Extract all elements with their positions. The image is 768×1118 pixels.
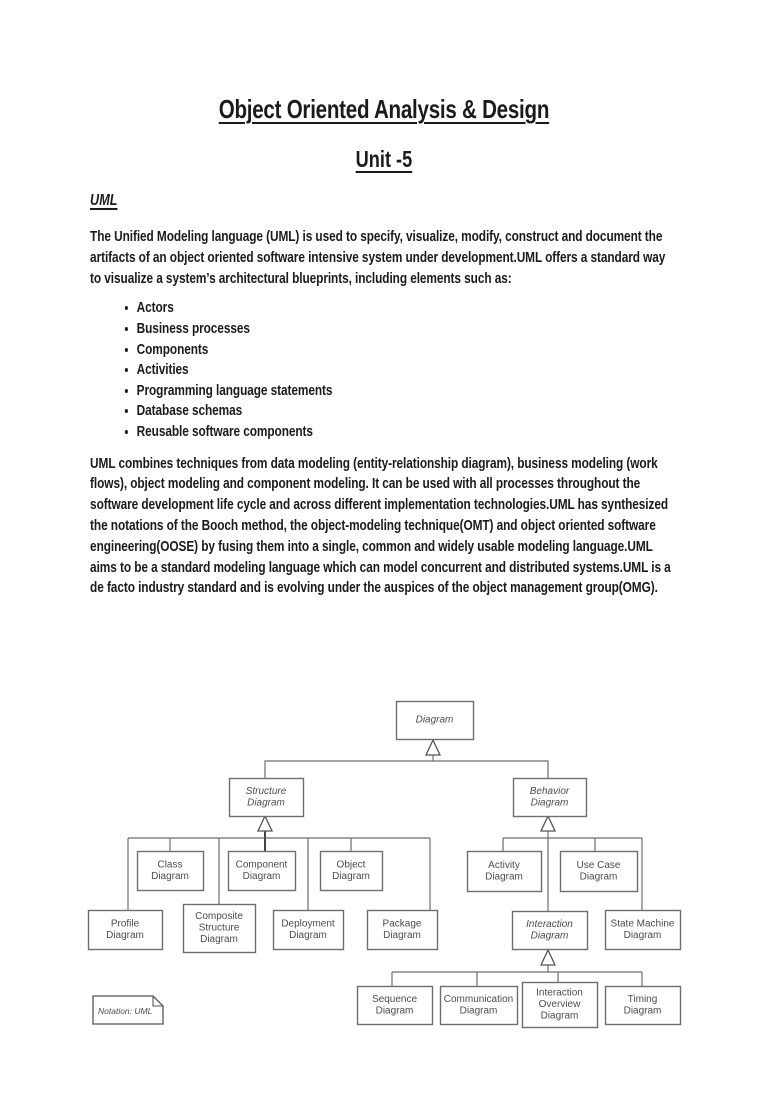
node-box <box>395 700 475 741</box>
node-box <box>319 850 384 892</box>
connector-line <box>264 760 549 778</box>
generalization-arrow-icon <box>424 738 442 756</box>
note-label: Notation: UML <box>98 1006 153 1016</box>
document-text-block: Object Oriented Analysis & Design Unit -… <box>0 94 768 599</box>
node-box <box>87 909 164 951</box>
list-item: Reusable software components <box>137 422 678 443</box>
list-item: Actors <box>137 298 678 319</box>
node-box <box>511 910 589 951</box>
node-box <box>356 985 434 1026</box>
generalization-arrow-icon <box>539 948 557 966</box>
diagram-node-diagram-root: Diagram <box>395 700 475 741</box>
generalization-arrow-icon <box>256 814 274 832</box>
uml-notation-note: Notation: UML <box>92 995 164 1025</box>
uml-details-paragraph: UML combines techniques from data modeli… <box>90 454 671 597</box>
node-box <box>466 850 543 893</box>
document-page: Object Oriented Analysis & Design Unit -… <box>0 94 768 1118</box>
node-box <box>227 850 297 892</box>
node-box <box>521 981 599 1029</box>
uml-intro-paragraph: The Unified Modeling language (UML) is u… <box>90 228 666 287</box>
node-box <box>604 985 682 1026</box>
node-label: Diagram <box>416 715 454 726</box>
node-box <box>136 850 205 892</box>
note-fold-icon <box>152 996 163 1007</box>
node-box <box>182 903 257 954</box>
node-box <box>604 909 682 951</box>
list-item: Business processes <box>137 319 678 340</box>
node-box <box>366 909 439 951</box>
list-item: Programming language statements <box>137 381 678 402</box>
uml-section-heading: UML <box>90 192 118 209</box>
diagram-connectors <box>127 755 643 986</box>
unit-heading: Unit -5 <box>355 146 413 172</box>
list-item: Database schemas <box>137 401 678 422</box>
list-item: Components <box>137 340 678 361</box>
node-box <box>272 909 345 951</box>
document-title: Object Oriented Analysis & Design <box>218 94 550 124</box>
node-box <box>559 850 639 893</box>
node-box <box>439 985 519 1026</box>
uml-elements-list: ActorsBusiness processesComponentsActivi… <box>90 298 678 442</box>
node-box <box>228 777 305 818</box>
list-item: Activities <box>137 360 678 381</box>
generalization-arrow-icon <box>539 814 557 832</box>
node-box <box>512 777 588 818</box>
